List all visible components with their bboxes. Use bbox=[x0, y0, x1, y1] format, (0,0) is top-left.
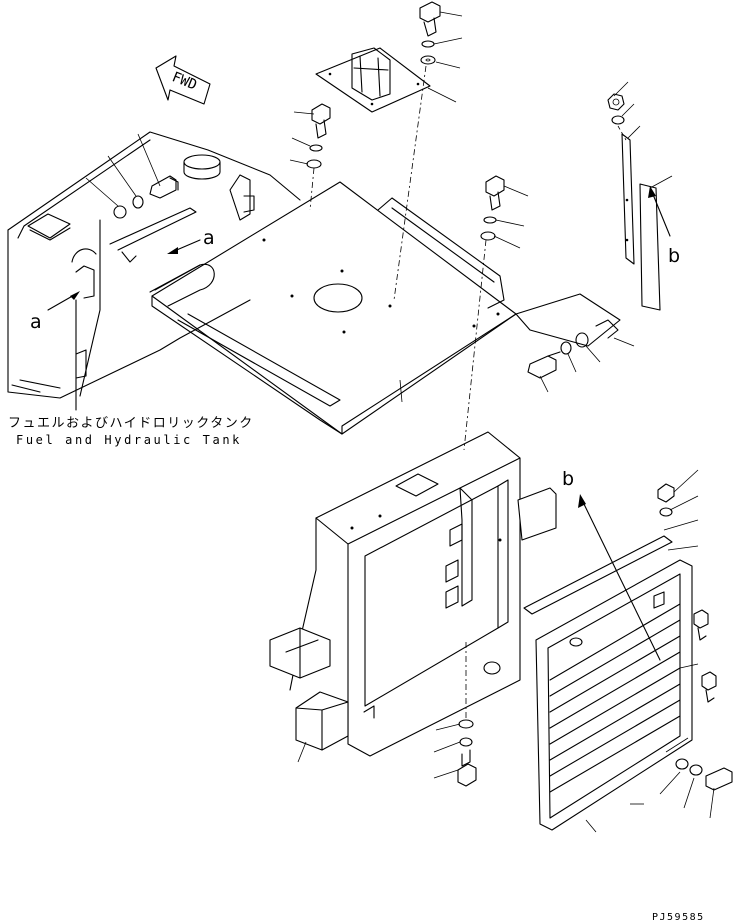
callout-a-label: a bbox=[30, 311, 42, 333]
fasteners bbox=[114, 2, 732, 790]
boot-plate bbox=[316, 48, 430, 112]
callout-a-floor: a bbox=[167, 227, 215, 254]
callout-b-label: b bbox=[562, 468, 574, 490]
tank-name-en: Fuel and Hydraulic Tank bbox=[16, 433, 242, 447]
fwd-arrow: FWD bbox=[156, 56, 210, 104]
leader-lines bbox=[86, 12, 714, 832]
callout-a-floor-label: a bbox=[203, 227, 215, 249]
callout-b-arrow: b bbox=[562, 468, 660, 660]
callout-b-cover-label: b bbox=[668, 245, 680, 267]
center-lines bbox=[310, 66, 626, 720]
fuel-hydraulic-tank bbox=[8, 132, 300, 398]
callout-a-tank: a bbox=[30, 291, 80, 410]
tank-name-jp: フュエルおよびハイドロリックタンク bbox=[8, 416, 254, 431]
fwd-label: FWD bbox=[170, 69, 199, 93]
radiator-grille bbox=[524, 536, 692, 830]
side-cover-plate: b bbox=[622, 134, 680, 310]
floor-plate bbox=[150, 182, 620, 434]
drawing-number: PJ59585 bbox=[652, 912, 705, 923]
radiator-frame bbox=[270, 432, 556, 756]
